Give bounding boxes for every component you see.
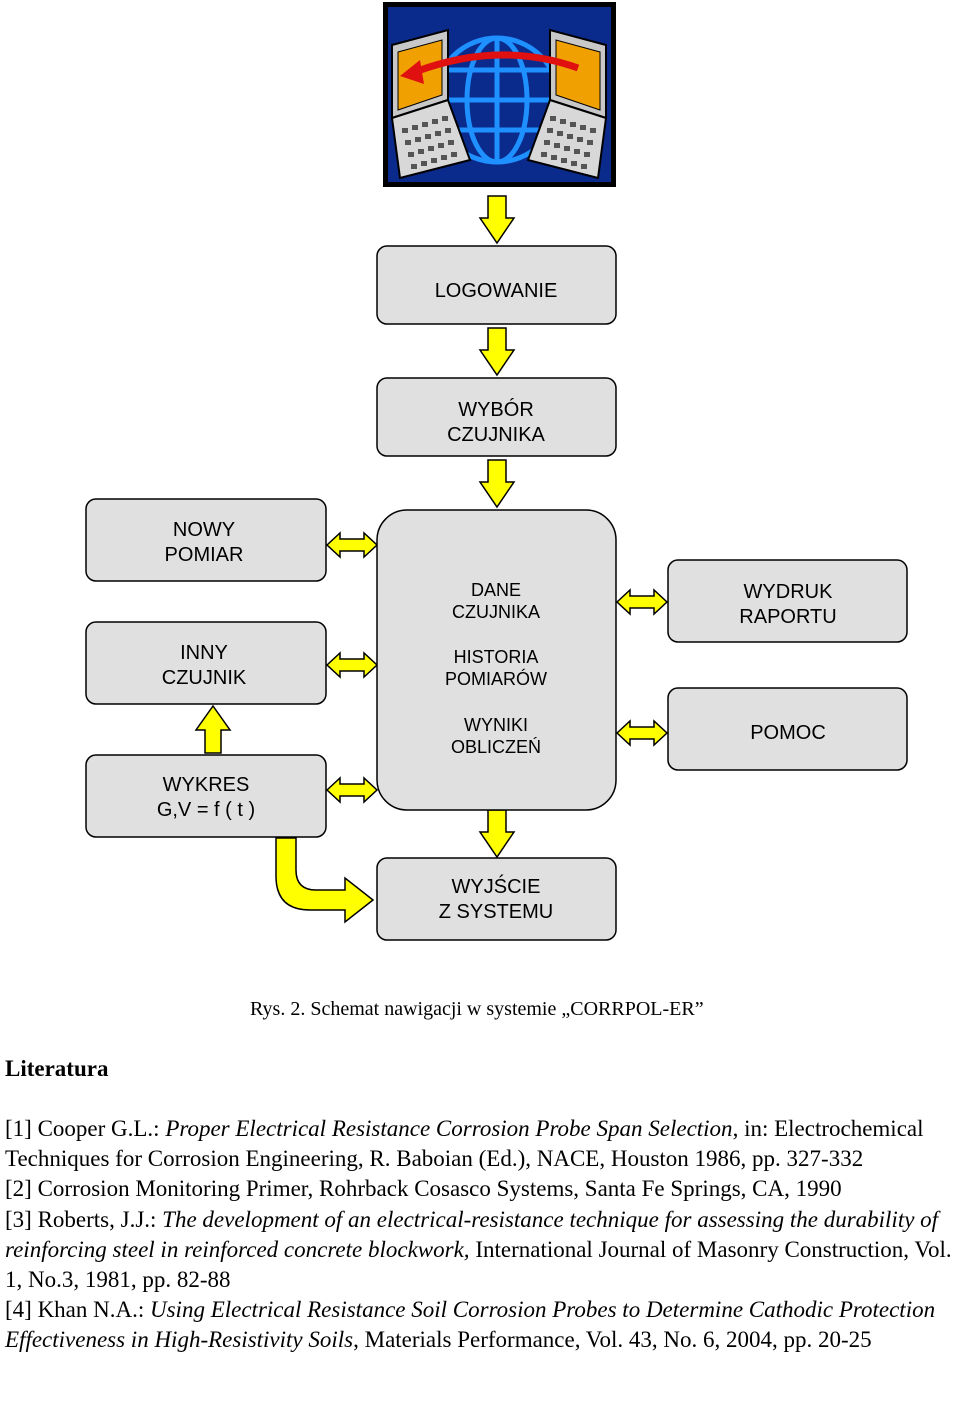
double-arrow-icon [325,531,379,559]
center-label-2: CZUJNIKA [452,602,540,622]
node-inny-label-1: INNY [180,642,228,664]
node-center-box [376,509,617,811]
figure-caption: Rys. 2. Schemat nawigacji w systemie „CO… [250,998,704,1020]
center-label-6: OBLICZEŃ [451,737,541,757]
references-list: [1] Cooper G.L.: Proper Electrical Resis… [5,1114,960,1356]
reference-item: [4] Khan N.A.: Using Electrical Resistan… [5,1297,936,1353]
node-wydruk-box [667,559,908,643]
node-wykres-label-2: G,V = f ( t ) [157,799,255,821]
center-label-3: HISTORIA [454,647,539,667]
right-computer-icon [526,28,608,180]
node-wyjscie-label-2: Z SYSTEMU [439,901,553,923]
node-pomoc-box [667,687,908,771]
node-logowanie-label: LOGOWANIE [435,280,558,302]
arrow-down-icon [478,195,516,245]
node-nowy-label-2: POMIAR [165,544,244,566]
network-logo [383,2,616,187]
node-wydruk-label-2: RAPORTU [739,606,836,628]
node-wykres-label-1: WYKRES [163,774,250,796]
center-label-5: WYNIKI [464,715,528,735]
arrow-down-icon [478,327,516,377]
node-wyjscie-label-1: WYJŚCIE [452,874,541,898]
arrow-down-icon [478,809,516,859]
node-pomoc-label: POMOC [750,722,826,744]
node-wydruk-label-1: WYDRUK [744,581,834,603]
reference-item: [2] Corrosion Monitoring Primer, Rohrbac… [5,1176,842,1202]
node-inny-box [85,621,327,705]
node-nowy-box [85,498,327,582]
double-arrow-icon [615,588,669,616]
transfer-arrow-icon [400,51,580,84]
double-arrow-icon [325,776,379,804]
double-arrow-icon [615,719,669,747]
node-inny-label-2: CZUJNIK [162,667,247,689]
curved-arrow-icon [275,837,375,924]
node-wyjscie-box [376,857,617,941]
literature-heading: Literatura [5,1056,109,1081]
arrow-down-icon [478,459,516,509]
center-label-4: POMIARÓW [445,668,547,689]
reference-item: [1] Cooper G.L.: Proper Electrical Resis… [5,1116,924,1172]
node-wybor-box [376,377,617,457]
double-arrow-icon [325,651,379,679]
node-logowanie-box [376,245,617,325]
arrow-up-icon [194,704,232,754]
center-label-1: DANE [471,580,521,600]
node-wykres-box [85,754,327,838]
node-nowy-label-1: NOWY [173,519,235,541]
node-wybor-label-2: CZUJNIKA [447,424,545,446]
reference-item: [3] Roberts, J.J.: The development of an… [5,1206,952,1293]
node-wybor-label-1: WYBÓR [458,398,534,421]
